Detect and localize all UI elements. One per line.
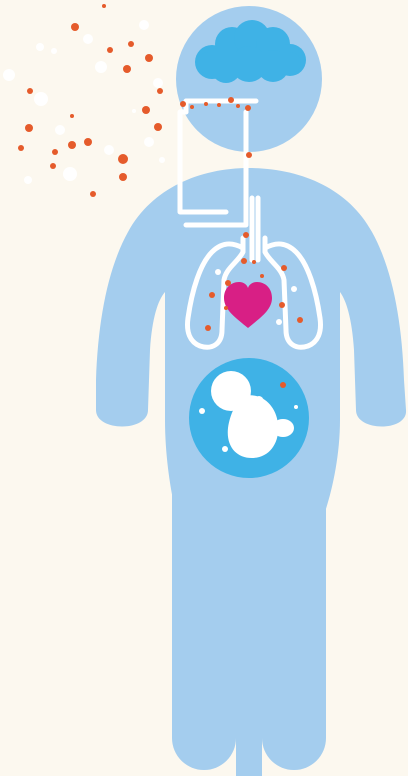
pollution-particle	[119, 173, 127, 181]
pollution-particle	[159, 157, 165, 163]
pollution-particle	[36, 43, 44, 51]
inhaled-particle	[180, 101, 186, 107]
inhaled-particle	[225, 280, 231, 286]
inhaled-particle	[281, 265, 287, 271]
pollution-particle	[83, 34, 93, 44]
pollution-particle	[104, 145, 114, 155]
inhaled-particle	[252, 260, 256, 264]
inhaled-particle	[236, 104, 240, 108]
inhaled-particle	[241, 258, 247, 264]
inhaled-particle	[243, 232, 249, 238]
pollution-particle	[63, 167, 77, 181]
pollution-particle	[102, 4, 106, 8]
pollution-particle	[34, 92, 48, 106]
pollution-particle	[3, 69, 15, 81]
pollution-particle	[153, 78, 163, 88]
pollution-particle	[139, 20, 149, 30]
pollution-particle	[157, 88, 163, 94]
inhaled-particle	[190, 105, 194, 109]
pollution-particle	[142, 106, 150, 114]
pollution-particle	[107, 47, 113, 53]
inhaled-particle	[228, 97, 234, 103]
inhaled-particle	[205, 325, 211, 331]
inhaled-particle	[280, 382, 286, 388]
leg-gap	[236, 486, 262, 776]
pollution-particle	[18, 145, 24, 151]
pollution-particle	[145, 54, 153, 62]
inhaled-particle	[279, 302, 285, 308]
pollution-particle	[84, 138, 92, 146]
pollution-particle	[154, 123, 162, 131]
inhaled-particle	[215, 269, 221, 275]
pollution-particle	[70, 114, 74, 118]
pollution-particle	[25, 124, 33, 132]
inhaled-particle	[297, 317, 303, 323]
pollution-particle	[50, 163, 56, 169]
inhaled-particle	[245, 105, 251, 111]
pollution-particle	[144, 137, 154, 147]
inhaled-particle	[294, 405, 298, 409]
pollution-particle	[27, 88, 33, 94]
pollution-particle	[123, 65, 131, 73]
inhaled-particle	[291, 286, 297, 292]
pollution-particle	[90, 191, 96, 197]
inhaled-particle	[217, 103, 221, 107]
inhaled-particle	[246, 152, 252, 158]
pollution-particle	[128, 41, 134, 47]
inhaled-particle	[204, 102, 208, 106]
pollution-particle	[132, 109, 136, 113]
pollution-particle	[68, 141, 76, 149]
pollution-particle	[51, 48, 57, 54]
inhaled-particle	[199, 408, 205, 414]
pollution-particle	[52, 149, 58, 155]
pollution-particle	[95, 61, 107, 73]
inhaled-particle	[222, 446, 228, 452]
inhaled-particle	[209, 292, 215, 298]
pollution-particle	[71, 23, 79, 31]
inhaled-particle	[260, 274, 264, 278]
inhaled-particle	[276, 319, 282, 325]
pollution-particle	[24, 176, 32, 184]
inhaled-particle	[224, 306, 228, 310]
pollution-particle	[118, 154, 128, 164]
pollution-particle	[55, 125, 65, 135]
